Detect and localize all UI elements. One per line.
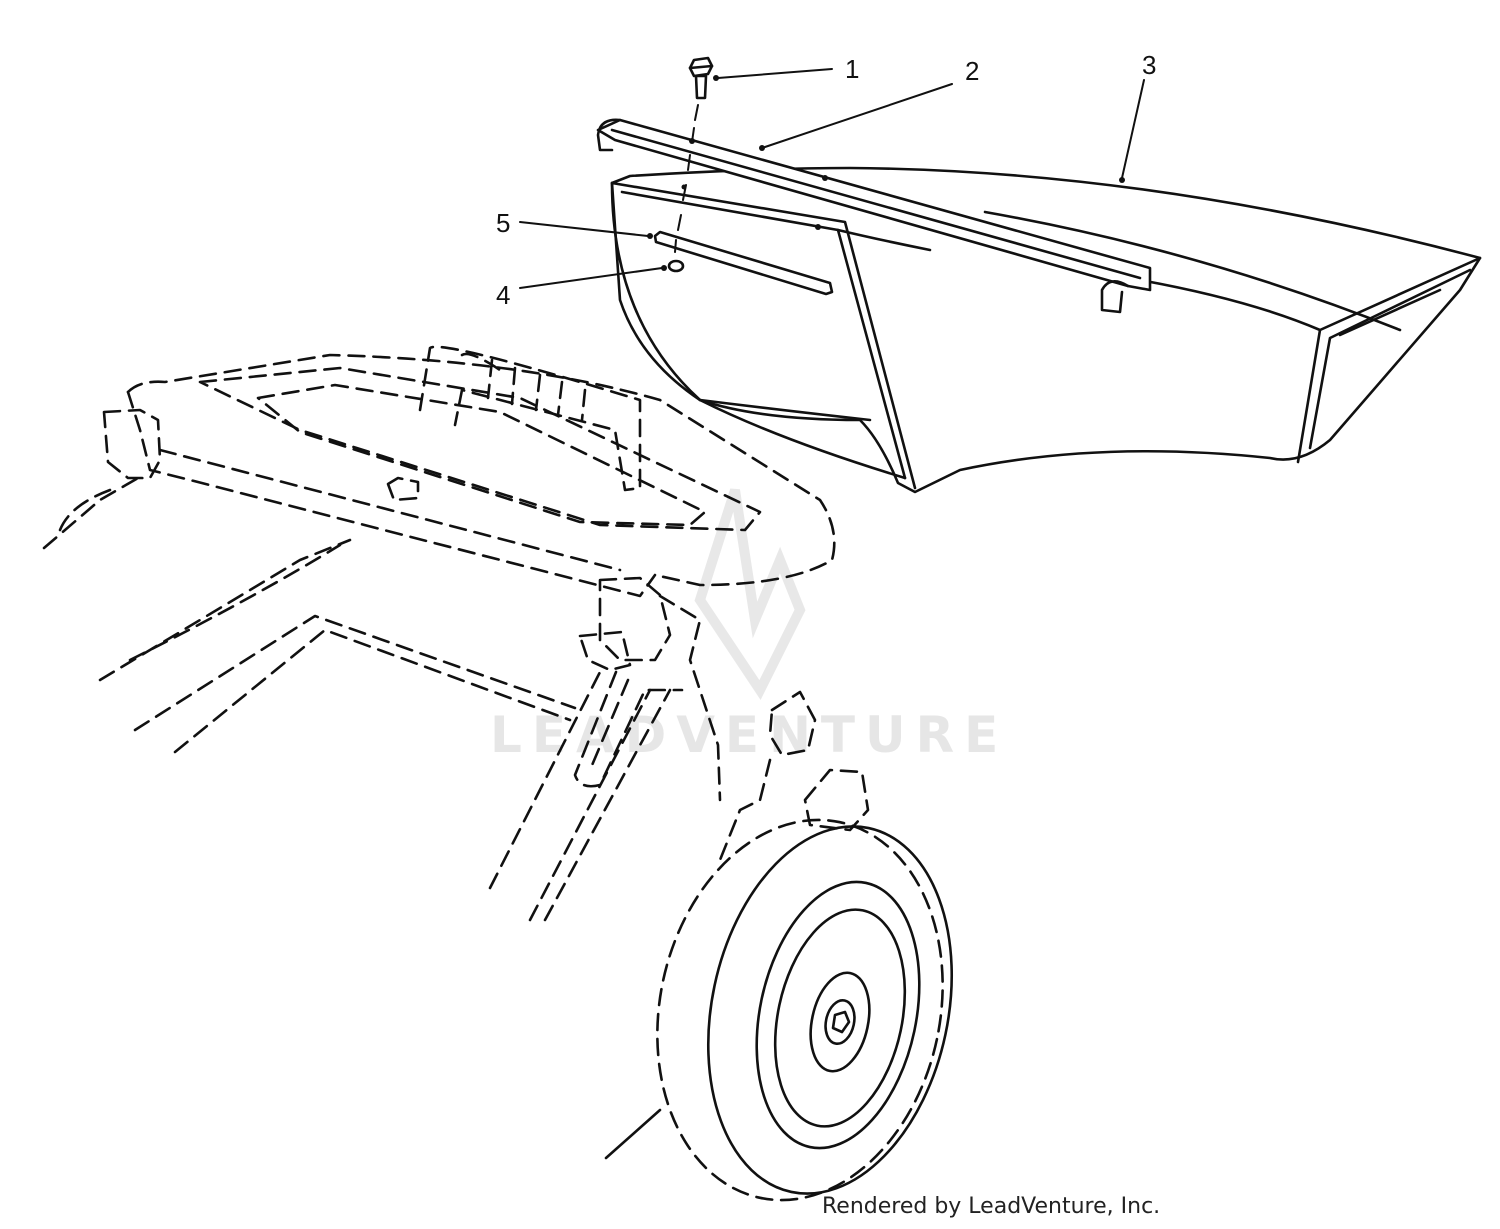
watermark: LEADVENTURE [490, 488, 1008, 764]
grass-bag [610, 166, 1482, 494]
callout-4: 4 [496, 280, 510, 310]
callout-leaders [519, 68, 1145, 289]
callout-1: 1 [845, 54, 859, 84]
callout-5: 5 [496, 208, 510, 238]
nut [667, 259, 685, 273]
mower-deck [42, 345, 870, 922]
callout-labels: 1 2 3 5 4 [496, 50, 1156, 310]
footer-credit: Rendered by LeadVenture, Inc. [822, 1194, 1161, 1219]
watermark-text: LEADVENTURE [490, 706, 1008, 764]
rear-wheel [604, 818, 954, 1202]
bolt [688, 56, 714, 100]
callout-2: 2 [965, 56, 979, 86]
callout-3: 3 [1142, 50, 1156, 80]
stiffener-plate [653, 224, 834, 296]
